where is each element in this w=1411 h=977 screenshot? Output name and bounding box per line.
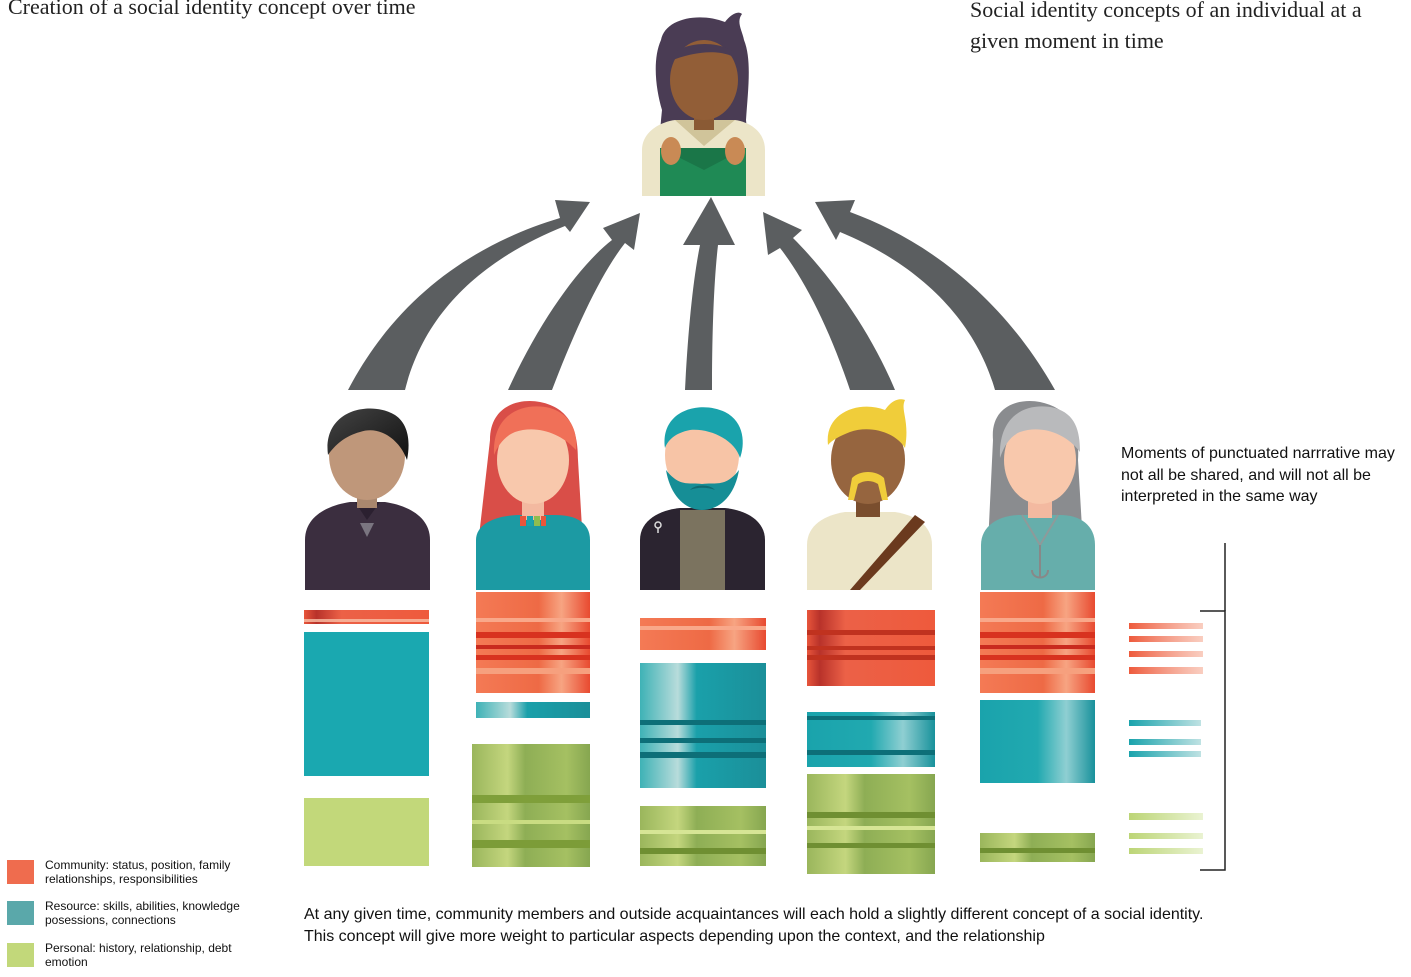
member-avatar-4 <box>807 399 932 590</box>
arrow-5 <box>815 200 1055 390</box>
legend-label-personal: Personal: history, relationship, debt em… <box>45 941 232 969</box>
title-left: Creation of a social identity concept ov… <box>8 0 416 19</box>
member-avatar-2 <box>476 400 590 590</box>
member-avatar-3 <box>640 407 765 590</box>
arrows <box>348 197 1055 390</box>
member-5-identity-bars <box>980 592 1095 862</box>
legend-label-community: Community: status, position, family rela… <box>45 858 231 886</box>
legend-swatch-resource <box>7 901 34 925</box>
arrow-1 <box>348 200 590 390</box>
legend-item-resource: Resource: skills, abilities, knowledge p… <box>7 899 277 933</box>
member-3-identity-bars <box>640 618 766 866</box>
member-avatar-1 <box>305 408 430 590</box>
narrative-note: Moments of punctuated narrrative may not… <box>1121 445 1395 505</box>
legend-label-resource: Resource: skills, abilities, knowledge p… <box>45 899 240 927</box>
legend-swatch-community <box>7 860 34 884</box>
arrow-4 <box>763 212 895 390</box>
caption: At any given time, community members and… <box>304 906 1204 945</box>
title-right: Social identity concepts of an individua… <box>970 0 1362 53</box>
bracket <box>1200 543 1226 871</box>
top-individual-avatar <box>642 12 765 196</box>
arrow-3 <box>683 197 735 390</box>
member-2-identity-bars <box>472 592 590 867</box>
member-1-identity-bars <box>304 610 429 866</box>
narrative-stripes <box>1129 623 1203 854</box>
legend-item-personal: Personal: history, relationship, debt em… <box>7 941 277 975</box>
member-4-identity-bars <box>807 610 935 874</box>
member-avatar-5 <box>981 400 1095 590</box>
arrow-2 <box>508 213 640 390</box>
legend-swatch-personal <box>7 943 34 967</box>
legend-item-community: Community: status, position, family rela… <box>7 858 277 892</box>
